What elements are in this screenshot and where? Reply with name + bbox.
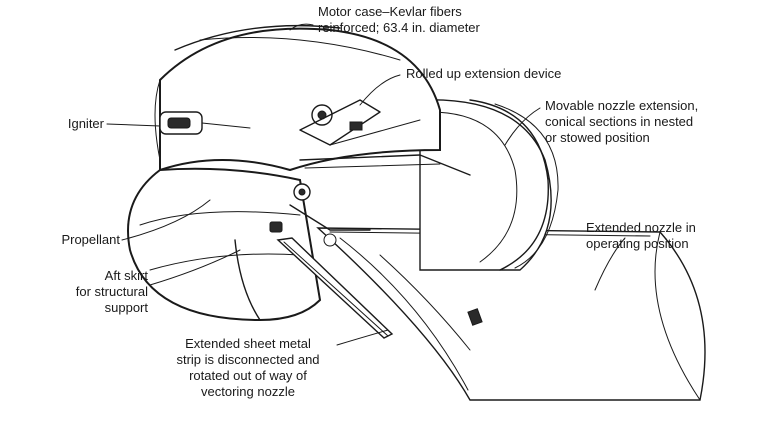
label-motor-case: Motor case–Kevlar fibers reinforced; 63.… <box>318 4 480 36</box>
leader-sheet-metal <box>336 329 389 346</box>
label-movable-nozzle: Movable nozzle extension, conical sectio… <box>545 98 698 146</box>
label-line: reinforced; 63.4 in. diameter <box>318 20 480 35</box>
label-sheet-metal-strip: Extended sheet metal strip is disconnect… <box>160 336 336 400</box>
label-line: rotated out of way of <box>189 368 307 383</box>
nozzle-mechanism-shape <box>269 154 471 247</box>
leader-lines <box>106 23 626 346</box>
label-line: vectoring nozzle <box>201 384 295 399</box>
label-line: for structural <box>75 284 148 299</box>
label-line: Igniter <box>67 116 104 131</box>
label-line: Extended nozzle in <box>586 220 696 235</box>
label-rolled-up-device: Rolled up extension device <box>406 66 561 82</box>
label-line: Aft skirt <box>104 268 148 283</box>
label-line: Movable nozzle extension, <box>545 98 699 113</box>
leader-extended-nozzle <box>594 237 626 291</box>
label-line: support <box>104 300 148 315</box>
leader-aft-skirt <box>149 249 241 286</box>
label-line: Propellant <box>61 232 120 247</box>
label-igniter: Igniter <box>48 116 104 132</box>
propellant-shape <box>127 167 322 322</box>
leader-propellant <box>121 199 211 241</box>
label-aft-skirt: Aft skirt for structural support <box>48 268 148 316</box>
label-line: conical sections in nested <box>545 114 694 129</box>
label-line: Motor case–Kevlar fibers <box>318 4 462 19</box>
stowed-nozzle-rings-shape <box>419 99 559 271</box>
leader-movable-nozzle <box>504 107 541 146</box>
label-propellant: Propellant <box>48 232 120 248</box>
motor-case-shape <box>154 24 441 172</box>
leader-igniter <box>106 123 161 127</box>
label-extended-nozzle: Extended nozzle in operating position <box>586 220 696 252</box>
leader-motor-case <box>289 23 314 31</box>
rolled-up-device-shape <box>299 99 421 146</box>
label-line: strip is disconnected and <box>176 352 320 367</box>
label-line: or stowed position <box>545 130 650 145</box>
sheet-metal-strip-shape <box>276 237 394 339</box>
label-line: Extended sheet metal <box>185 336 311 351</box>
extended-nozzle-shape <box>316 227 706 401</box>
leader-rolled-up <box>359 74 401 106</box>
label-line: operating position <box>586 236 689 251</box>
label-line: Rolled up extension device <box>406 66 562 81</box>
